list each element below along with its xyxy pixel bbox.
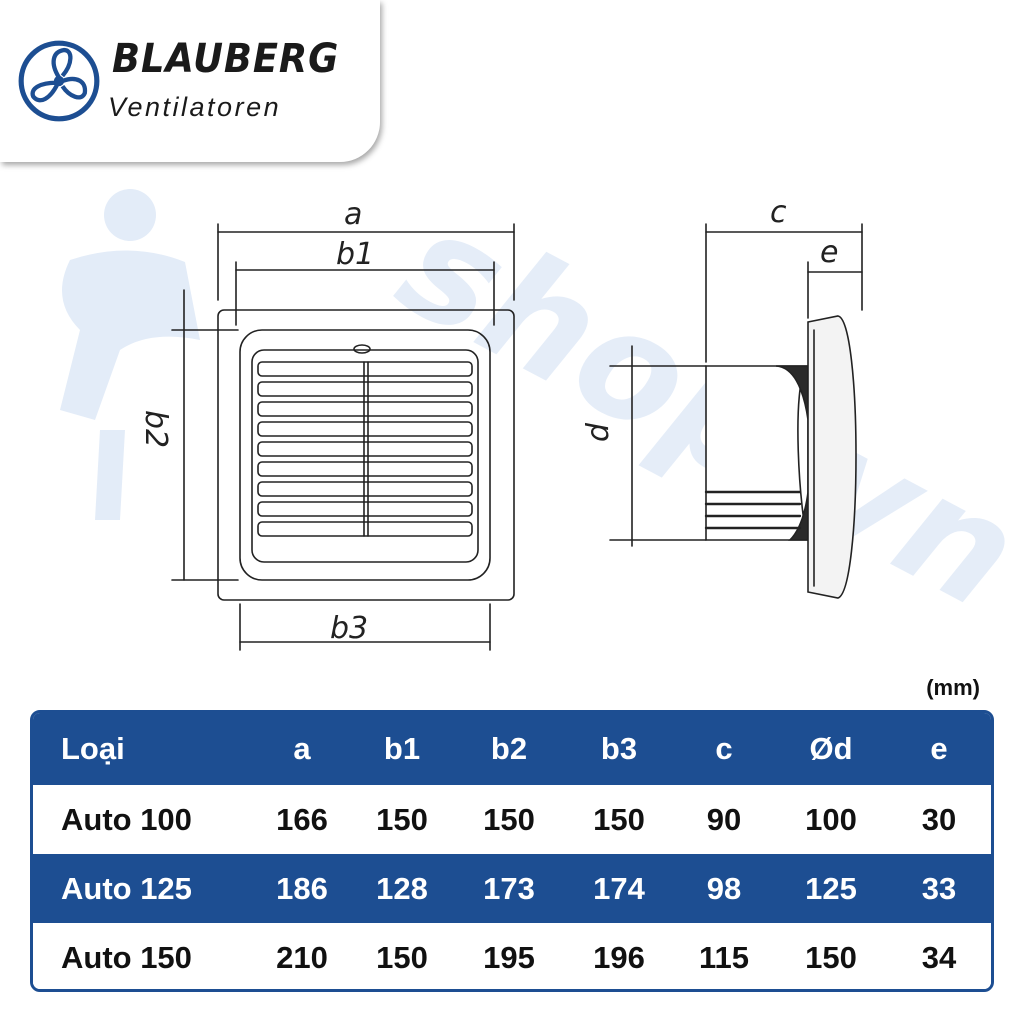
table-cell: 90 xyxy=(706,801,742,837)
table-cell: 34 xyxy=(921,939,957,975)
table-cell: 100 xyxy=(805,801,857,837)
table-cell: 115 xyxy=(698,939,749,975)
dim-label-b3: b3 xyxy=(330,611,368,646)
table-cell: 186 xyxy=(276,870,328,906)
table-cell: 150 xyxy=(593,801,645,837)
logo-card: BLAUBERG Ventilatoren xyxy=(0,0,380,162)
dim-label-b1: b1 xyxy=(336,237,374,272)
side-duct xyxy=(705,365,811,541)
side-grille xyxy=(807,315,857,599)
table-cell: 150 xyxy=(483,801,535,837)
table-cell: 173 xyxy=(483,870,535,906)
header-cell: c xyxy=(715,731,733,766)
header-cell: b3 xyxy=(600,731,638,766)
table-header-row: Loại a b1 b2 b3 c Ød e xyxy=(33,713,991,785)
brand-subtitle: Ventilatoren xyxy=(108,92,282,122)
dim-label-a: a xyxy=(344,197,362,232)
table-cell: 128 xyxy=(376,870,428,906)
table-row: Auto 125 186 128 173 174 98 125 33 xyxy=(33,854,991,923)
table-cell: 98 xyxy=(706,870,742,906)
front-inner-frame xyxy=(239,329,491,581)
table-cell: 195 xyxy=(483,939,535,975)
louvre-slats xyxy=(257,361,473,537)
units-note: (mm) xyxy=(926,675,980,700)
dim-label-e: e xyxy=(820,235,838,270)
table-cell: 33 xyxy=(921,870,957,906)
table-cell: Auto 150 xyxy=(61,939,192,975)
table-cell: 125 xyxy=(805,870,857,906)
table-cell: 150 xyxy=(805,939,857,975)
table-row: Auto 100 166 150 150 150 90 100 30 xyxy=(33,785,991,854)
table-cell: 174 xyxy=(593,870,645,906)
header-cell: b2 xyxy=(490,731,528,766)
dimension-drawing: a b1 b2 b3 c e d xyxy=(138,195,863,651)
table-row: Auto 150 210 150 195 196 115 150 34 xyxy=(33,923,991,989)
table-cell: 30 xyxy=(921,801,957,837)
table-cell: Auto 125 xyxy=(61,870,192,906)
table-cell: 166 xyxy=(276,801,328,837)
dim-label-d: d xyxy=(581,422,616,442)
table-cell: 150 xyxy=(376,801,428,837)
header-cell: e xyxy=(930,731,948,766)
table-cell: Auto 100 xyxy=(61,801,192,837)
header-cell: b1 xyxy=(383,731,421,766)
dim-label-b2: b2 xyxy=(138,410,173,448)
header-cell: Loại xyxy=(61,731,125,766)
spec-table: Loại a b1 b2 b3 c Ød e Auto 100 166 150 … xyxy=(30,710,994,992)
header-cell: Ød xyxy=(809,731,853,766)
header-cell: a xyxy=(293,731,311,766)
table-cell: 196 xyxy=(593,939,645,975)
brand-name: BLAUBERG xyxy=(112,36,340,82)
front-frame xyxy=(217,309,515,601)
dim-label-c: c xyxy=(770,195,787,230)
table-cell: 150 xyxy=(376,939,428,975)
fan-logo-icon xyxy=(18,40,100,122)
table-cell: 210 xyxy=(276,939,328,975)
